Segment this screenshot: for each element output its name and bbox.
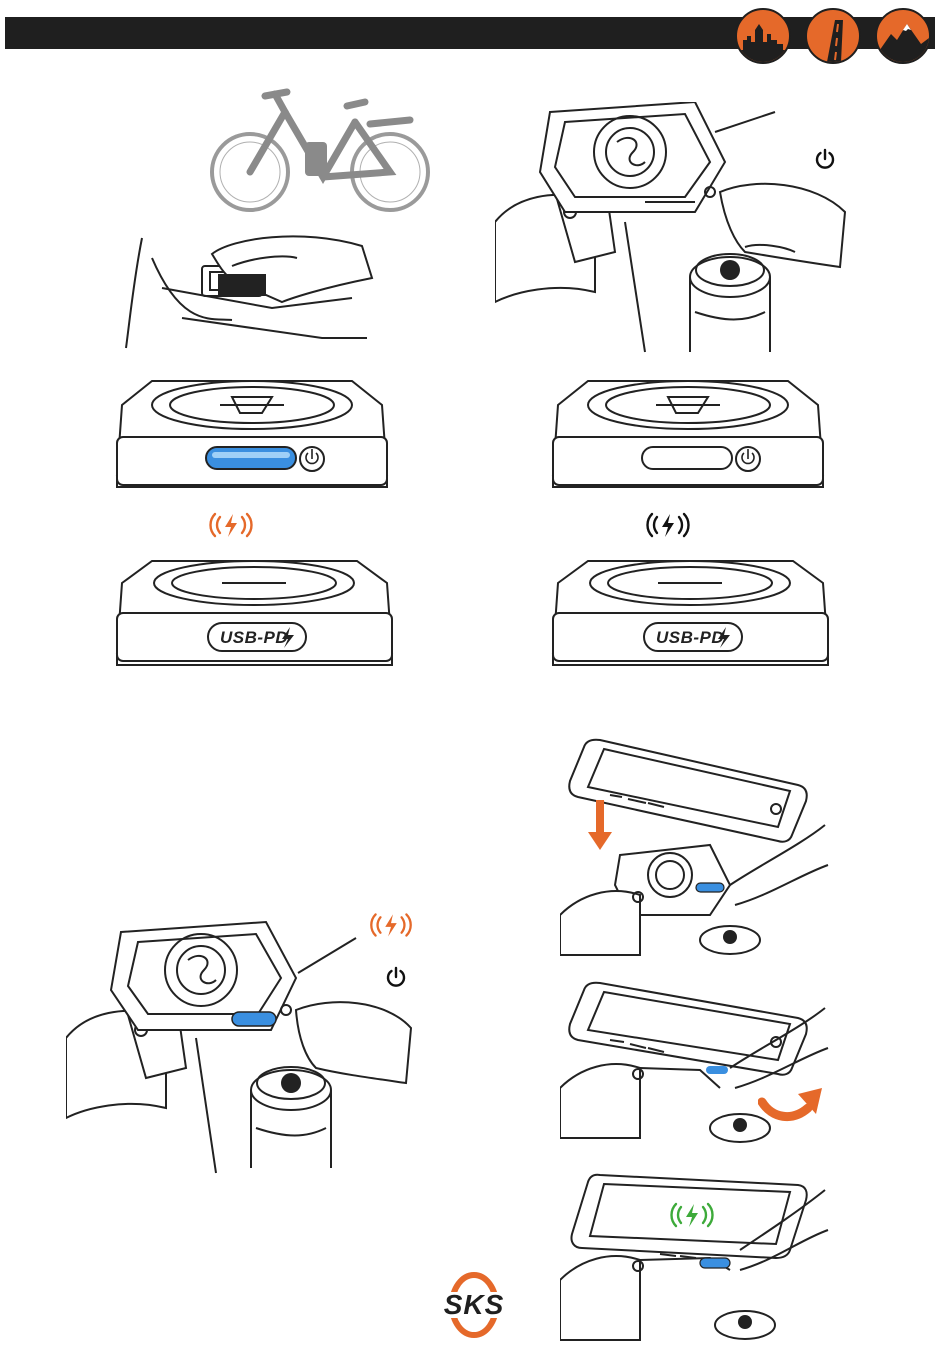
road-icon bbox=[805, 8, 861, 64]
sks-logo-text: SKS bbox=[434, 1290, 514, 1320]
wireless-charge-icon bbox=[205, 508, 257, 542]
mountain-icon bbox=[875, 8, 931, 64]
phone-attach-step-2 bbox=[560, 978, 830, 1156]
phone-charging-step-3 bbox=[560, 1170, 830, 1348]
city-skyline-icon bbox=[735, 8, 791, 64]
usb-pd-label: USB-PD bbox=[220, 628, 288, 648]
wireless-charge-icon bbox=[366, 908, 416, 942]
mount-led-on-illustration bbox=[66, 918, 421, 1176]
rotate-arrow-icon bbox=[758, 1082, 826, 1127]
charger-device-led-off bbox=[548, 375, 828, 500]
wireless-charge-icon-inactive bbox=[642, 508, 694, 542]
charger-device-usb-pd-left bbox=[112, 555, 397, 675]
header-bar bbox=[5, 17, 935, 49]
arrow-down-icon bbox=[588, 800, 612, 850]
sks-logo: SKS bbox=[434, 1272, 514, 1338]
phone-attach-step-1 bbox=[560, 735, 830, 965]
display-button-illustration bbox=[122, 218, 377, 353]
power-icon bbox=[814, 148, 836, 170]
charger-device-usb-pd-right bbox=[548, 555, 833, 675]
wireless-charge-icon-active bbox=[666, 1198, 718, 1232]
ebike-illustration bbox=[205, 82, 440, 217]
mount-power-press-illustration bbox=[495, 102, 855, 357]
usb-pd-label: USB-PD bbox=[656, 628, 724, 648]
charger-device-led-on bbox=[112, 375, 392, 500]
power-icon bbox=[385, 966, 407, 988]
